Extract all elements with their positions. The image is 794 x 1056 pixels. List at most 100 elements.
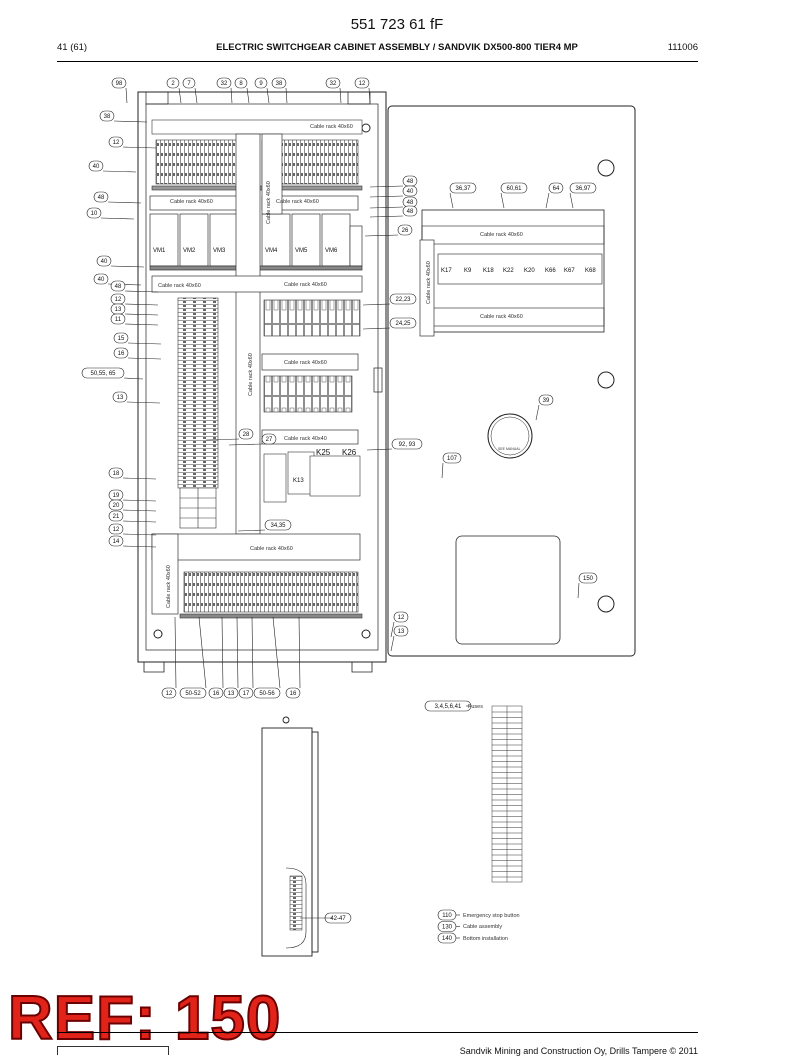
svg-text:12: 12 — [166, 691, 173, 697]
svg-text:12: 12 — [398, 615, 405, 621]
vm-labels: VM1 VM2 VM3 VM4 VM5 VM6 — [153, 248, 338, 254]
svg-text:42-47: 42-47 — [330, 916, 346, 922]
callout-bubble: 12 — [108, 523, 157, 536]
callout-bubble: 20 — [108, 499, 157, 512]
callout-bubble: 32 — [325, 77, 342, 104]
callout-bubble: 32 — [216, 77, 233, 104]
callout-bubble: 42-47 — [324, 912, 352, 924]
callout-bubble: 15 — [113, 332, 162, 345]
footer-rule — [57, 1032, 698, 1033]
door-relay-strip: K17 K9 K18 K22 K20 K66 K67 K68 — [441, 268, 596, 274]
callout-bubble: 40 — [96, 255, 145, 268]
display-label: SEE MANUAL — [498, 447, 521, 451]
rack-label: Cable rack 40x60 — [480, 232, 523, 238]
callout-bubble: 110 — [437, 909, 460, 921]
svg-text:27: 27 — [266, 437, 273, 443]
callout-bubble: 19 — [108, 489, 157, 502]
callout-bubble: 48 — [110, 280, 159, 293]
svg-text:22,23: 22,23 — [395, 297, 411, 303]
svg-text:12: 12 — [113, 527, 120, 533]
svg-text:K68: K68 — [585, 268, 596, 274]
svg-text:Emergency stop button: Emergency stop button — [463, 913, 520, 919]
callout-bubble: 64 — [545, 182, 564, 209]
callout-bubble: 2 — [166, 77, 182, 104]
callout-bubble: 24,25 — [362, 317, 417, 330]
callout-bubble: 7 — [182, 77, 198, 104]
bottom-terminal-strip — [179, 571, 363, 619]
vm-label: VM2 — [183, 248, 196, 254]
callout-bubble: 13 — [390, 625, 409, 652]
callout-bubble: 107 — [441, 452, 462, 479]
vm-label: VM3 — [213, 248, 226, 254]
svg-text:7: 7 — [187, 81, 191, 87]
svg-text:50,55, 65: 50,55, 65 — [90, 371, 116, 377]
svg-text:110: 110 — [442, 913, 452, 919]
callout-bubble: 34,35 — [237, 519, 292, 532]
vm-label: VM4 — [265, 248, 278, 254]
callout-bubble: 3,4,5,6,41 — [424, 700, 472, 712]
header-rule — [57, 61, 698, 62]
vm-label: VM1 — [153, 248, 166, 254]
rack-label: Cable rack 40x60 — [426, 261, 432, 304]
rack-label: Cable rack 40x60 — [170, 199, 213, 205]
footer-copyright: Sandvik Mining and Construction Oy, Dril… — [459, 1046, 698, 1056]
svg-text:16: 16 — [118, 351, 125, 357]
callout-bubble: 13 — [112, 391, 161, 404]
svg-text:12: 12 — [359, 81, 366, 87]
callout-bubble: 38 — [271, 77, 288, 104]
callout-bubble: 98 — [111, 77, 128, 104]
callout-bubble: 12 — [354, 77, 371, 104]
svg-text:2: 2 — [171, 81, 175, 87]
relay-labels: K25 K26 K13 — [293, 448, 357, 484]
callout-bubble: 21 — [108, 510, 157, 523]
callout-bubble: 16 — [113, 347, 162, 360]
fuse-table-title: Fuses — [468, 704, 483, 710]
cable-ducts — [151, 133, 435, 615]
cabinet-door — [373, 105, 636, 657]
callout-bubble: 38 — [99, 110, 148, 123]
callout-bubble: 40 — [369, 185, 418, 198]
vm-label: VM5 — [295, 248, 308, 254]
svg-text:12: 12 — [113, 140, 120, 146]
callout-bubble: 50-56 — [253, 616, 281, 699]
svg-text:150: 150 — [583, 576, 594, 582]
callout-bubble: 36,37 — [449, 182, 477, 209]
svg-text:15: 15 — [118, 336, 125, 342]
svg-text:40: 40 — [407, 189, 414, 195]
svg-text:13: 13 — [228, 691, 235, 697]
callout-bubble: 40 — [88, 160, 137, 173]
svg-text:48: 48 — [115, 284, 122, 290]
svg-text:64: 64 — [553, 186, 560, 192]
svg-text:26: 26 — [402, 228, 409, 234]
circuit-breakers — [263, 299, 361, 503]
svg-text:50-56: 50-56 — [259, 691, 275, 697]
sandvik-logo — [57, 1046, 169, 1055]
svg-text:32: 32 — [221, 81, 228, 87]
svg-text:K18: K18 — [483, 268, 494, 274]
callout-bubble: 13 — [110, 303, 159, 316]
callout-bubble: 13 — [223, 616, 239, 699]
callout-bubble: 22,23 — [362, 293, 417, 306]
callout-bubble: 39 — [535, 394, 554, 421]
callout-bubble: 40 — [93, 273, 142, 286]
svg-text:39: 39 — [543, 398, 550, 404]
svg-text:10: 10 — [91, 211, 98, 217]
rack-label: Cable rack 40x60 — [310, 124, 353, 130]
svg-text:K67: K67 — [564, 268, 575, 274]
callout-bubble: 18 — [108, 467, 157, 480]
svg-text:48: 48 — [407, 200, 414, 206]
svg-text:107: 107 — [447, 456, 458, 462]
svg-text:48: 48 — [98, 195, 105, 201]
callout-bubble: 140 — [437, 932, 460, 944]
document-number: 551 723 61 fF — [350, 16, 444, 33]
callout-bubble: 48 — [369, 196, 418, 209]
svg-text:60,61: 60,61 — [506, 186, 522, 192]
svg-text:40: 40 — [93, 164, 100, 170]
fuse-table — [491, 705, 523, 883]
callout-bubble: 14 — [108, 535, 157, 548]
svg-text:K9: K9 — [464, 268, 472, 274]
rack-label: Cable rack 40x60 — [266, 181, 272, 224]
callout-bubble: 48 — [369, 175, 418, 188]
svg-text:16: 16 — [213, 691, 220, 697]
svg-text:40: 40 — [101, 259, 108, 265]
